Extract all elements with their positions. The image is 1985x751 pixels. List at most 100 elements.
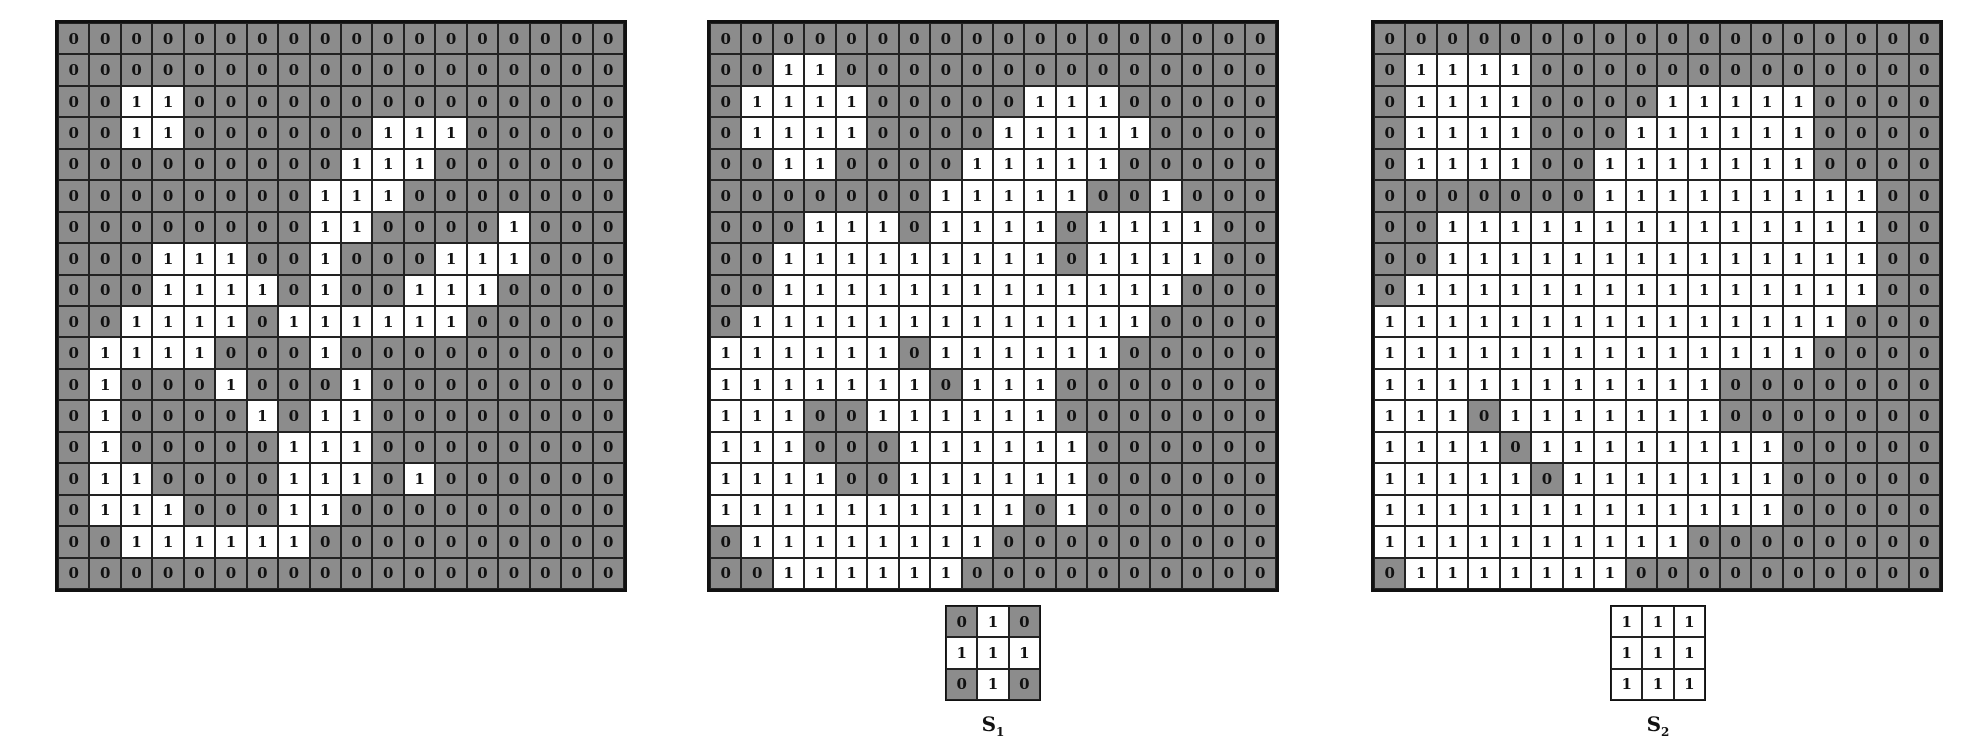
dilated-s1-cell: 1 <box>1024 148 1056 181</box>
dilated-s1-cell: 1 <box>772 557 805 589</box>
dilated-s2-cell: 0 <box>1877 148 1909 181</box>
dilated-s1-cell: 0 <box>1213 368 1245 401</box>
dilated-s1-cell: 0 <box>1024 494 1056 527</box>
original-cell: 0 <box>403 431 436 464</box>
original-cell: 0 <box>529 54 562 86</box>
dilated-s2-cell: 1 <box>1814 274 1846 306</box>
dilated-s1-cell: 1 <box>710 368 742 401</box>
dilated-s2-cell: 1 <box>1499 526 1532 558</box>
dilated-s1-cell: 0 <box>1118 494 1151 527</box>
original-cell: 0 <box>58 243 90 275</box>
dilated-s1-cell: 1 <box>1087 274 1119 306</box>
dilated-s1-cell: 1 <box>804 117 836 149</box>
dilated-s2-cell: 1 <box>1531 274 1563 306</box>
original-cell: 0 <box>341 274 373 306</box>
original-cell: 0 <box>529 557 562 589</box>
original-cell: 0 <box>309 557 341 589</box>
dilated-s1-cell: 0 <box>835 148 868 181</box>
dilated-s1-cell: 0 <box>1055 243 1088 275</box>
dilated-s1-cell: 0 <box>898 180 931 212</box>
dilated-s1-cell: 0 <box>741 180 773 212</box>
original-cell: 0 <box>58 85 90 118</box>
original-cell: 0 <box>435 85 467 118</box>
original-cell: 0 <box>58 306 90 338</box>
original-cell: 1 <box>372 117 404 149</box>
dilated-s2-cell: 1 <box>1374 463 1406 495</box>
dilated-s1-cell: 0 <box>1244 557 1276 589</box>
dilated-s2-cell: 0 <box>1594 85 1626 118</box>
dilated-s2-cell: 1 <box>1374 306 1406 338</box>
dilated-s2-cell: 1 <box>1657 463 1689 495</box>
dilated-s1-cell: 1 <box>930 526 962 558</box>
dilated-s2-cell: 0 <box>1688 54 1720 86</box>
dilated-s1-cell: 0 <box>1150 306 1182 338</box>
original-cell: 0 <box>372 431 404 464</box>
original-cell: 0 <box>592 337 624 369</box>
s1-cell: 1 <box>1008 637 1040 669</box>
dilated-s1-cell: 0 <box>1213 526 1245 558</box>
dilated-s1-cell: 1 <box>993 463 1025 495</box>
dilated-s2-cell: 0 <box>1814 431 1846 464</box>
original-cell: 0 <box>592 148 624 181</box>
original-cell: 0 <box>152 400 184 432</box>
dilated-s2-cell: 1 <box>1499 54 1532 86</box>
dilated-s2-cell: 1 <box>1814 211 1846 244</box>
original-cell: 0 <box>372 463 404 495</box>
original-cell: 0 <box>561 463 593 495</box>
original-cell: 0 <box>435 526 467 558</box>
dilated-s1-cell: 1 <box>1055 117 1088 149</box>
original-cell: 0 <box>58 274 90 306</box>
dilated-s2-cell: 1 <box>1374 368 1406 401</box>
dilated-s1-cell: 1 <box>867 526 899 558</box>
original-cell: 0 <box>58 463 90 495</box>
original-cell: 0 <box>58 400 90 432</box>
dilated-s2-cell: 0 <box>1499 431 1532 464</box>
original-cell: 1 <box>215 306 247 338</box>
original-cell: 0 <box>466 148 499 181</box>
dilated-s1-cell: 1 <box>772 148 805 181</box>
s1-cell: 1 <box>977 606 1009 638</box>
dilated-s2-cell: 1 <box>1657 526 1689 558</box>
original-cell: 1 <box>152 306 184 338</box>
s2-cell: 1 <box>1642 668 1674 700</box>
dilated-s2-cell: 0 <box>1877 54 1909 86</box>
dilated-s1-cell: 0 <box>898 148 931 181</box>
s2-cell: 1 <box>1673 637 1705 669</box>
original-cell: 0 <box>529 23 562 55</box>
dilated-s1-cell: 0 <box>867 85 899 118</box>
original-cell: 0 <box>246 117 279 149</box>
dilated-s1-cell: 1 <box>930 431 962 464</box>
s2-label: S2 <box>1628 712 1688 739</box>
dilated-s2-cell: 1 <box>1499 274 1532 306</box>
dilated-s1-cell: 0 <box>993 557 1025 589</box>
original-cell: 1 <box>309 400 341 432</box>
dilated-s2-cell: 1 <box>1405 557 1437 589</box>
dilated-s2-cell: 1 <box>1531 526 1563 558</box>
original-cell: 1 <box>435 117 467 149</box>
dilated-s2-cell: 1 <box>1594 306 1626 338</box>
dilated-s2-cell: 1 <box>1845 211 1878 244</box>
dilated-s1-cell: 1 <box>741 337 773 369</box>
dilated-s1-cell: 1 <box>804 337 836 369</box>
original-cell: 0 <box>341 526 373 558</box>
original-cell: 1 <box>341 368 373 401</box>
original-cell: 0 <box>152 180 184 212</box>
dilated-s1-cell: 0 <box>1118 431 1151 464</box>
original-cell: 0 <box>309 526 341 558</box>
dilated-s1-cell: 0 <box>1087 557 1119 589</box>
original-cell: 0 <box>89 526 121 558</box>
original-cell: 0 <box>278 274 310 306</box>
dilated-s2-cell: 0 <box>1499 180 1532 212</box>
dilated-s2-cell: 1 <box>1688 85 1720 118</box>
original-cell: 0 <box>592 180 624 212</box>
dilated-s2-cell: 0 <box>1845 431 1878 464</box>
dilated-s1-cell: 0 <box>1244 526 1276 558</box>
original-cell: 0 <box>592 400 624 432</box>
dilated-s2-cell: 1 <box>1719 463 1752 495</box>
original-cell: 0 <box>435 431 467 464</box>
original-cell: 0 <box>466 85 499 118</box>
original-cell: 0 <box>341 117 373 149</box>
s1-cell: 0 <box>1008 668 1040 700</box>
dilated-s2-cell: 1 <box>1562 431 1595 464</box>
